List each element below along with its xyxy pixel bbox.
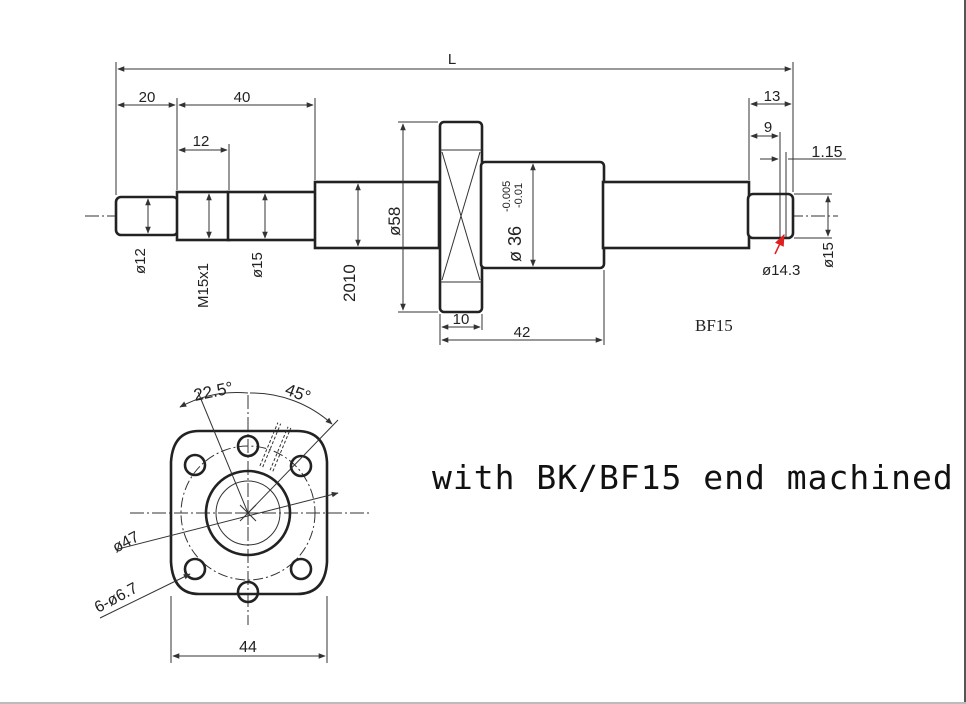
dim-label-d58: ø58: [385, 207, 404, 236]
right-border: [964, 0, 966, 704]
dim-line-d47: [117, 491, 339, 550]
end-type-label: BF15: [695, 316, 733, 335]
nut-body-circle: [204, 469, 292, 557]
dim-label-d14-3: ø14.3: [762, 262, 800, 279]
screw-root-circle: [215, 480, 281, 546]
dim-tolerance-upper: -0.005: [501, 181, 513, 212]
nut-body-d36: [479, 160, 606, 270]
mount-hole-2: [289, 454, 313, 478]
dim-label-22-5: 22.5°: [192, 378, 235, 405]
shaft-end-d12: [114, 195, 180, 237]
dim-line-holes: [99, 573, 191, 619]
dim-label-L: L: [448, 51, 456, 68]
shaft-thread-m15: [175, 190, 231, 242]
dim-label-20: 20: [139, 89, 156, 106]
bottom-border: [0, 702, 966, 704]
angle-arc-45: [249, 392, 333, 425]
bolt-circle: [180, 445, 316, 581]
red-marker-arrow: [774, 233, 785, 255]
front-view: 22.5° 45° ø47 6-ø6.7 44: [92, 378, 372, 663]
mount-hole-5: [183, 557, 207, 581]
screw-shaft-right: [601, 180, 751, 250]
dim-label-13: 13: [764, 88, 781, 105]
shaft-end-bf15: [746, 192, 795, 240]
dim-label-10: 10: [453, 311, 470, 328]
mount-hole-4: [236, 580, 260, 604]
mount-hole-3: [289, 557, 313, 581]
dim-label-12: 12: [193, 133, 210, 150]
flange-outline: [169, 429, 329, 596]
dim-label-40: 40: [234, 89, 251, 106]
dim-label-2010: 2010: [340, 264, 359, 302]
flange-cross-2: [441, 151, 481, 281]
dim-label-d47: ø47: [110, 529, 142, 557]
dim-label-44: 44: [239, 639, 257, 656]
dim-label-45: 45°: [283, 380, 314, 407]
dim-label-9: 9: [764, 119, 772, 136]
dim-label-1-15: 1.15: [811, 144, 842, 161]
dim-label-d36: ø 36: [505, 226, 525, 262]
dim-label-holes: 6-ø6.7: [92, 580, 141, 617]
shaft-journal-d15: [226, 190, 318, 242]
dim-label-d15-right: ø15: [820, 242, 837, 268]
mount-hole-6: [183, 453, 207, 477]
caption-text: with BK/BF15 end machined: [432, 458, 954, 497]
mount-hole-1: [236, 434, 260, 458]
dim-label-d12: ø12: [132, 248, 149, 274]
dim-label-m15x1: M15x1: [195, 263, 212, 308]
lube-hole: [259, 422, 292, 472]
dim-label-42: 42: [514, 324, 531, 341]
dim-label-d15-left: ø15: [249, 252, 266, 278]
screw-shaft: [313, 180, 441, 250]
angle-arc-22-5: [179, 392, 249, 408]
side-view: L 20 40 12 13 9 1.15 ø12 M15x1 ø15 2010: [85, 51, 846, 345]
dim-tolerance-lower: -0.01: [513, 183, 525, 208]
